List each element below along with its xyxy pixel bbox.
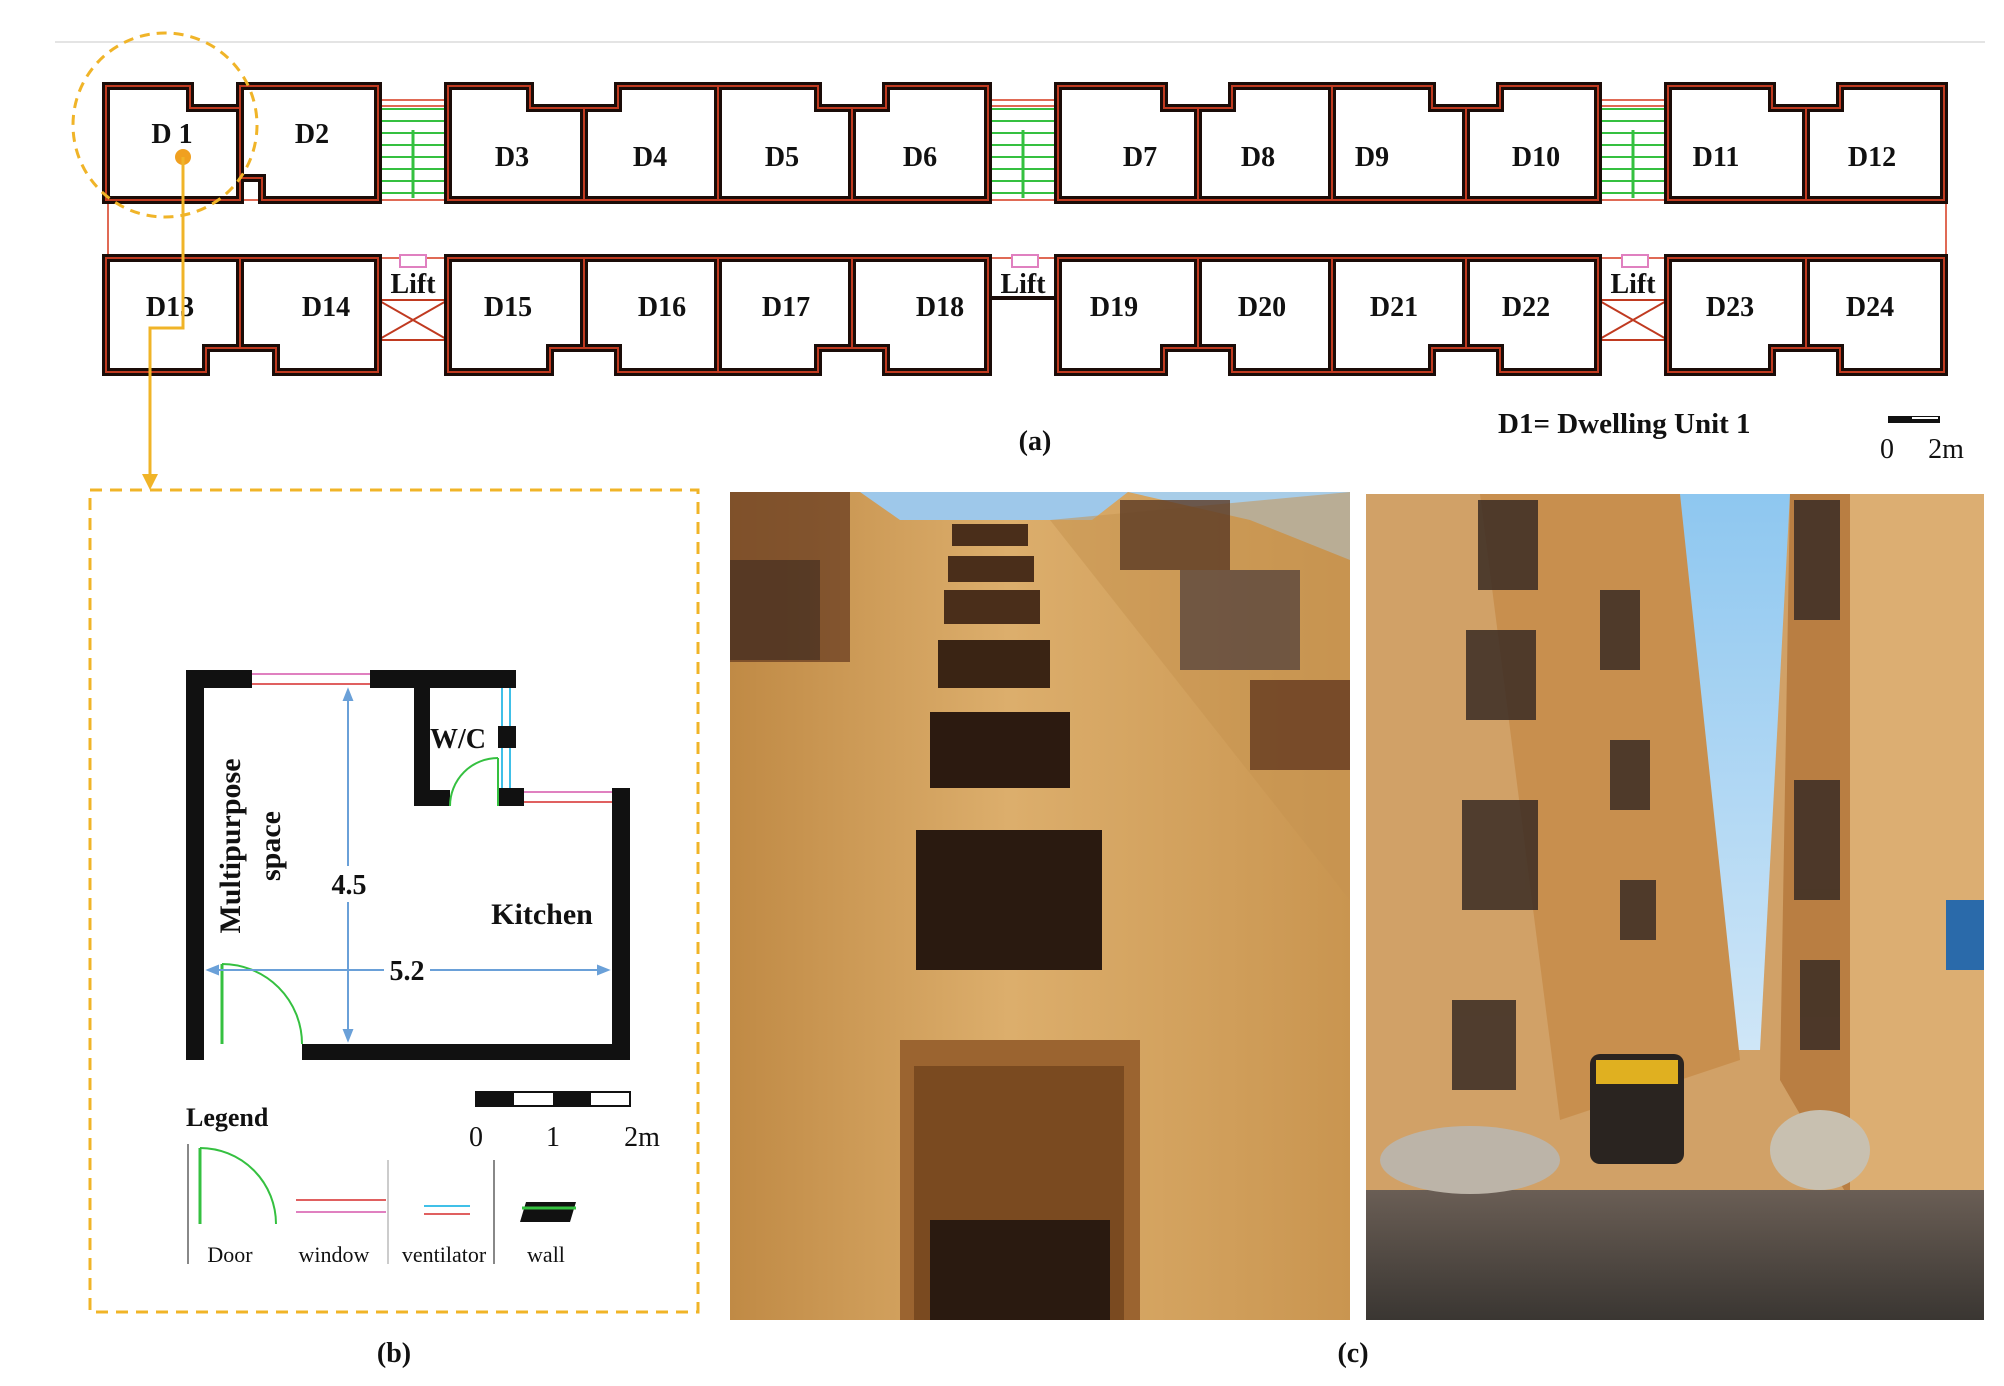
unit-label-bottom: D20 bbox=[1238, 292, 1286, 323]
unit-label-bottom: D23 bbox=[1706, 292, 1754, 323]
dimension-depth: 4.5 bbox=[332, 870, 367, 901]
scale-a-end: 2m bbox=[1928, 434, 1964, 465]
floor-plan: D 1 D2 D3 D4 D5 D6 D7 D8 D9 D10 D11 D12 … bbox=[55, 31, 1985, 490]
room-label-multipurpose: Multipurpose bbox=[214, 758, 247, 933]
stair-well-3 bbox=[1598, 99, 1668, 198]
room-label-kitchen: Kitchen bbox=[491, 898, 593, 931]
unit-label-top: D5 bbox=[765, 142, 799, 173]
unit-label-bottom: D13 bbox=[146, 292, 194, 323]
lift-shaft-3 bbox=[1597, 254, 1669, 341]
unit-D9 bbox=[1328, 82, 1470, 204]
highlight-circle bbox=[71, 31, 259, 219]
unit-label-top: D12 bbox=[1848, 142, 1896, 173]
unit-plan: 4.5 5.2 W/C Kitchen Multipurpose space 0… bbox=[88, 488, 700, 1369]
scale-a-start: 0 bbox=[1880, 434, 1894, 465]
legend-ventilator-label: ventilator bbox=[402, 1242, 487, 1267]
unit-label-top: D6 bbox=[903, 142, 937, 173]
scale-b-1: 1 bbox=[546, 1122, 560, 1153]
corridor bbox=[107, 199, 1947, 259]
caption-b: (b) bbox=[377, 1338, 411, 1369]
legend-ventilator-swatch bbox=[424, 1205, 470, 1215]
window-kitchen bbox=[524, 791, 612, 803]
legend-window-swatch bbox=[296, 1199, 386, 1213]
legend-wall-swatch bbox=[520, 1202, 576, 1222]
unit-label-bottom: D18 bbox=[916, 292, 964, 323]
lift-label: Lift bbox=[1000, 269, 1046, 300]
unit-label-top: D9 bbox=[1355, 142, 1389, 173]
unit-label-top: D8 bbox=[1241, 142, 1275, 173]
unit-label-top: D 1 bbox=[151, 119, 192, 150]
lift-label: Lift bbox=[390, 269, 436, 300]
callout-arrowhead bbox=[142, 474, 158, 490]
detail-frame bbox=[88, 488, 700, 1314]
lift-label: Lift bbox=[1610, 269, 1656, 300]
unit-label-bottom: D19 bbox=[1090, 292, 1138, 323]
room-label-space: space bbox=[254, 811, 287, 881]
unit-label-top: D4 bbox=[633, 142, 667, 173]
legend bbox=[187, 1144, 576, 1264]
caption-c: (c) bbox=[1337, 1338, 1368, 1369]
legend-window-label: window bbox=[299, 1242, 370, 1267]
callout-line bbox=[148, 157, 185, 480]
unit-label-top: D7 bbox=[1123, 142, 1157, 173]
unit-label-bottom: D22 bbox=[1502, 292, 1550, 323]
scale-bar-b bbox=[475, 1091, 631, 1107]
ventilator-wc bbox=[501, 688, 511, 788]
legend-wall-label: wall bbox=[527, 1242, 565, 1267]
entry-door bbox=[221, 963, 303, 1045]
photo-2 bbox=[1366, 494, 1984, 1320]
legend-door-swatch bbox=[198, 1147, 277, 1225]
stair-well-2 bbox=[988, 99, 1058, 198]
lift-shaft-2 bbox=[988, 254, 1058, 300]
scale-bar-a bbox=[1888, 416, 1940, 423]
walls bbox=[186, 670, 630, 1060]
unit-label-bottom: D24 bbox=[1846, 292, 1894, 323]
unit-label-bottom: D17 bbox=[762, 292, 810, 323]
unit-label-bottom: D21 bbox=[1370, 292, 1418, 323]
scale-b-2: 2m bbox=[624, 1122, 660, 1153]
unit-label-top: D3 bbox=[495, 142, 529, 173]
scale-b-0: 0 bbox=[469, 1122, 483, 1153]
wc-door bbox=[449, 757, 499, 807]
window-top bbox=[252, 673, 370, 685]
room-label-wc: W/C bbox=[430, 724, 486, 755]
stair-well-1 bbox=[378, 99, 448, 198]
unit-label-bottom: D15 bbox=[484, 292, 532, 323]
dimension-width: 5.2 bbox=[390, 956, 425, 987]
legend-title: Legend bbox=[186, 1103, 269, 1132]
photo-1 bbox=[730, 492, 1350, 1320]
unit-label-bottom: D14 bbox=[302, 292, 350, 323]
lift-shaft-1 bbox=[377, 254, 449, 341]
unit-label-top: D2 bbox=[295, 119, 329, 150]
legend-door-label: Door bbox=[207, 1242, 253, 1267]
caption-a: (a) bbox=[1019, 426, 1052, 457]
unit-label-top: D11 bbox=[1693, 142, 1740, 173]
dwelling-unit-note: D1= Dwelling Unit 1 bbox=[1498, 408, 1751, 440]
unit-label-top: D10 bbox=[1512, 142, 1560, 173]
unit-label-bottom: D16 bbox=[638, 292, 686, 323]
